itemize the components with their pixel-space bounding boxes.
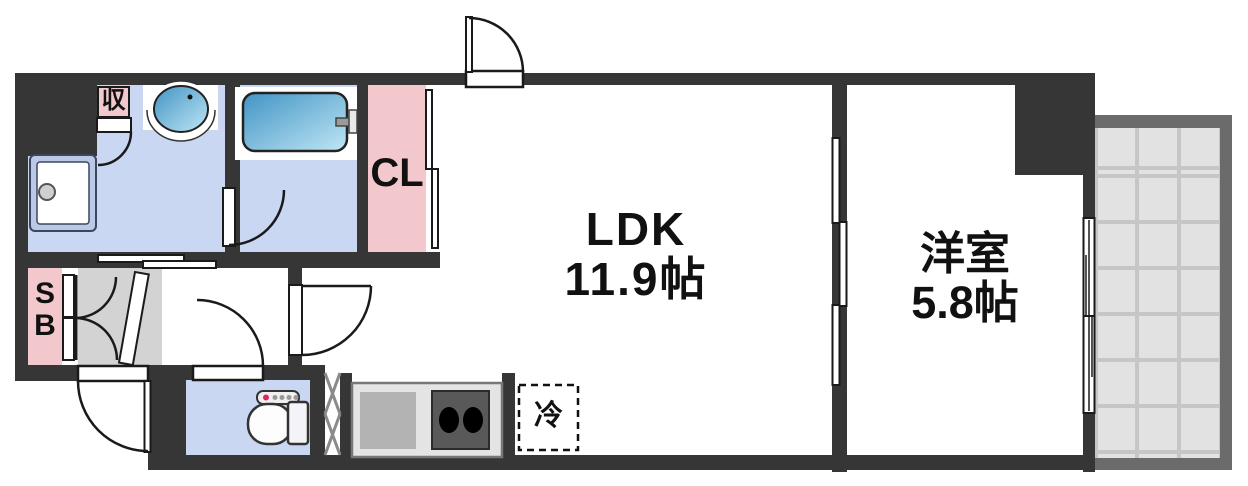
drain-icon xyxy=(38,183,56,201)
pipe-shaft xyxy=(323,372,342,456)
wall xyxy=(1015,73,1095,175)
shoe-box-area xyxy=(28,268,62,365)
kitchen-counter xyxy=(350,381,504,459)
closet-label: CL xyxy=(370,151,424,195)
wall xyxy=(160,455,1095,470)
door-ldk xyxy=(288,284,373,357)
ldk-name: LDK xyxy=(585,203,687,255)
vanity-sink xyxy=(143,80,218,142)
bathtub xyxy=(235,87,358,160)
closet-area xyxy=(368,85,426,252)
western-room-label: 洋室 5.8帖 xyxy=(847,228,1083,328)
balcony-tiles xyxy=(1095,128,1220,458)
refrigerator-box xyxy=(517,383,580,452)
door-toilet xyxy=(191,298,265,382)
wall xyxy=(15,73,28,381)
burner-icon xyxy=(439,407,459,433)
wall xyxy=(340,373,352,470)
shoe-box-doors xyxy=(62,274,119,361)
door-top xyxy=(464,16,525,89)
washer-pan xyxy=(29,154,97,232)
wall xyxy=(28,85,97,156)
sliding-door-western-room xyxy=(831,137,848,386)
ldk-label: LDK 11.9帖 xyxy=(440,203,832,305)
toilet-button-icon xyxy=(263,394,269,401)
door-washroom xyxy=(96,117,133,167)
faucet-dot-icon xyxy=(187,94,193,100)
refrigerator-label: 冷 xyxy=(533,400,563,432)
shoe-box-label: S B xyxy=(34,277,56,343)
western-room-size: 5.8帖 xyxy=(911,276,1019,328)
storage-label: 収 xyxy=(101,87,126,114)
door-bathroom xyxy=(222,187,286,247)
ldk-size: 11.9帖 xyxy=(564,252,708,305)
entrance-door-leaf xyxy=(117,270,150,367)
window-balcony xyxy=(1082,217,1096,414)
door-entry xyxy=(76,364,152,453)
wall xyxy=(310,365,325,470)
sliding-door-closet xyxy=(425,89,439,249)
burner-icon xyxy=(463,407,483,433)
toilet xyxy=(246,390,310,446)
western-room-name: 洋室 xyxy=(919,228,1010,279)
wall xyxy=(148,365,186,470)
kitchen-sink xyxy=(360,392,416,449)
sliding-door-washroom xyxy=(97,254,217,269)
wall xyxy=(502,373,515,470)
wall xyxy=(357,85,368,252)
